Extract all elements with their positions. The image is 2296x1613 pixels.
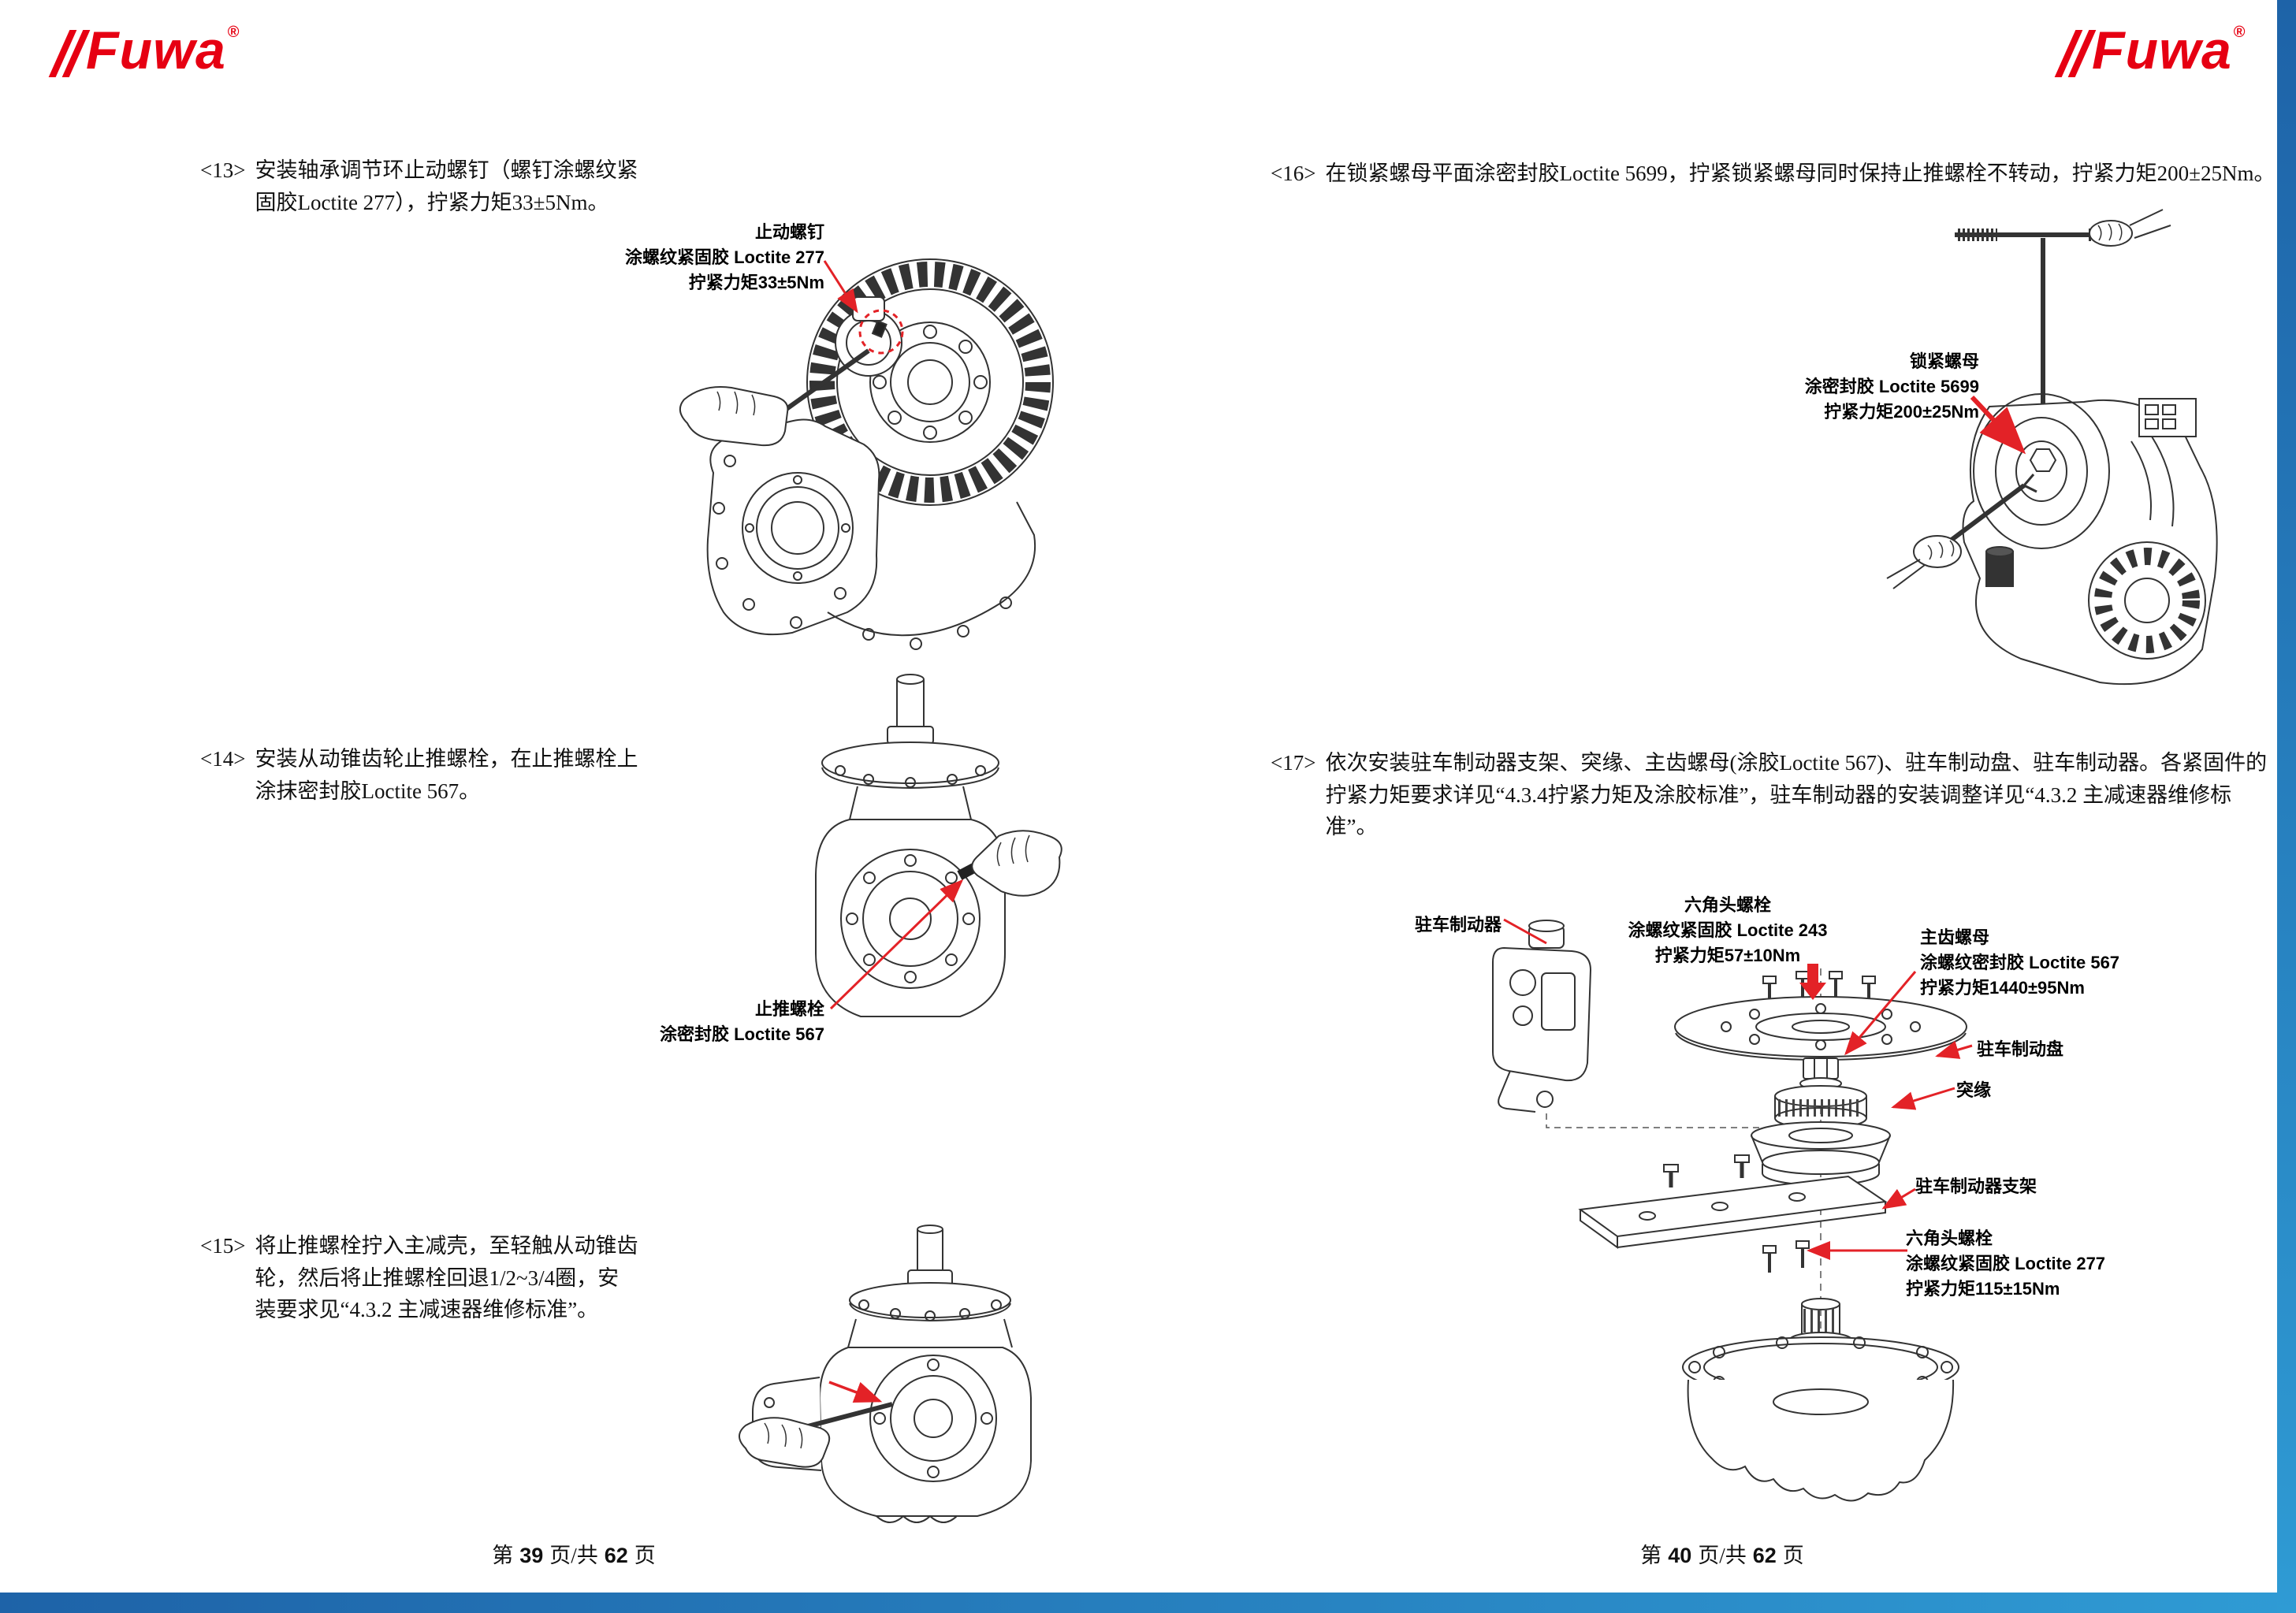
red-arrow (1970, 395, 2026, 455)
logo-slashes-icon (48, 30, 91, 77)
step-text: 在锁紧螺母平面涂密封胶Loctite 5699，拧紧锁紧螺母同时保持止推螺栓不转… (1325, 162, 2276, 185)
callout-line: 涂螺纹紧固胶 Loctite 277 (624, 247, 824, 267)
reducer-housing (1962, 393, 2218, 686)
callout-park-brake: 驻车制动器 (1415, 912, 1502, 938)
reducer-housing-bottom (1682, 1298, 1959, 1502)
bottom-accent-bar (0, 1593, 2296, 1613)
callout-line: 锁紧螺母 (1909, 351, 1979, 371)
logo-text: Fuwa (2092, 20, 2232, 80)
callout-line: 六角头螺栓 (1906, 1228, 1993, 1248)
figure-step17-exploded (1411, 894, 2152, 1533)
logo-text: Fuwa (86, 20, 226, 80)
footer-text: 页/共 (1698, 1544, 1747, 1567)
logo-slashes-icon (2054, 30, 2097, 77)
callout-line: 涂螺纹紧固胶 Loctite 277 (1906, 1253, 2106, 1273)
fuwa-logo-right: Fuwa ® (2054, 20, 2246, 80)
callout-line: 止推螺栓 (754, 999, 824, 1019)
step-text: 安装轴承调节环止动螺钉（螺钉涂螺纹紧 固胶Loctite 277），拧紧力矩33… (255, 158, 638, 214)
callout-brake-disc: 驻车制动盘 (1977, 1037, 2063, 1062)
figure-step13-ring-gear (670, 225, 1064, 674)
hand-icon (971, 830, 1062, 897)
lock-nut (2029, 448, 2057, 472)
hex-bolts-top (1762, 971, 1876, 1002)
footer-text: 页/共 (549, 1544, 598, 1567)
step-number: <13> (200, 158, 246, 182)
registered-mark: ® (2233, 24, 2246, 41)
page-number: 40 (1668, 1544, 1692, 1567)
registered-mark: ® (227, 24, 240, 41)
figure-step16-lock-nut (1870, 208, 2224, 704)
step-text: 将止推螺栓拧入主减壳，至轻触从动锥齿 轮，然后将止推螺栓回退1/2~3/4圈，安… (255, 1234, 638, 1321)
brake-disc (1674, 996, 1967, 1061)
callout-line: 涂密封胶 Loctite 5699 (1804, 376, 1979, 396)
step-number: <15> (200, 1234, 246, 1258)
callout-line: 涂螺纹紧固胶 Loctite 243 (1628, 920, 1828, 940)
step-number: <17> (1271, 751, 1316, 775)
step-text: 依次安装驻车制动器支架、突缘、主齿螺母(涂胶Loctite 567)、驻车制动盘… (1325, 751, 2268, 838)
callout-line: 拧紧力矩1440±95Nm (1920, 977, 2085, 998)
hex-bolts-bottom (1762, 1240, 1810, 1273)
step-14: <14> 安装从动锥齿轮止推螺栓，在止推螺栓上 涂抹密封胶Loctite 567… (200, 743, 689, 807)
hand-with-wrench-icon (1886, 474, 2037, 589)
callout-line: 拧紧力矩33±5Nm (688, 272, 824, 292)
page-number: 39 (519, 1544, 544, 1567)
total-pages: 62 (1752, 1544, 1777, 1567)
red-annotations (1503, 918, 1973, 1260)
callout-stop-screw: 止动螺钉 涂螺纹紧固胶 Loctite 277 拧紧力矩33±5Nm (549, 220, 824, 295)
park-brake-caliper (1492, 920, 1592, 1113)
right-accent-bar (2277, 0, 2296, 1613)
callout-line: 涂密封胶 Loctite 567 (659, 1024, 824, 1044)
footer-text: 页 (634, 1544, 656, 1567)
total-pages: 62 (604, 1544, 628, 1567)
red-down-arrow-icon (1799, 964, 1826, 1000)
step-number: <14> (200, 747, 246, 771)
footer-text: 第 (492, 1544, 514, 1567)
callout-line: 拧紧力矩115±15Nm (1906, 1278, 2060, 1299)
callout-line: 驻车制动器支架 (1915, 1176, 2037, 1196)
step-text: 安装从动锥齿轮止推螺栓，在止推螺栓上 涂抹密封胶Loctite 567。 (255, 747, 638, 803)
callout-line: 突缘 (1956, 1080, 1992, 1100)
callout-line: 拧紧力矩200±25Nm (1824, 401, 1979, 422)
figure-step14-thrust-bolt (765, 668, 1064, 1056)
main-gear-nut (1799, 1057, 1842, 1090)
callout-line: 六角头螺栓 (1684, 895, 1771, 915)
splined-hub (1774, 1085, 1867, 1129)
carrier-housing (815, 674, 1006, 1017)
red-annotation (823, 260, 904, 355)
callout-thrust-bolt: 止推螺栓 涂密封胶 Loctite 567 (588, 997, 824, 1047)
step-15: <15> 将止推螺栓拧入主减壳，至轻触从动锥齿 轮，然后将止推螺栓回退1/2~3… (200, 1230, 689, 1326)
callout-line: 主齿螺母 (1920, 927, 1990, 947)
hand-with-driver-icon (679, 348, 870, 447)
hand-with-rod-icon (739, 1402, 893, 1468)
callout-line: 拧紧力矩57±10Nm (1654, 945, 1801, 965)
hand-on-handle-icon (2089, 209, 2171, 247)
carrier-housing (752, 1225, 1032, 1523)
callout-flange: 突缘 (1956, 1078, 1991, 1103)
red-leader-arrow (829, 879, 964, 1010)
step-16: <16> 在锁紧螺母平面涂密封胶Loctite 5699，拧紧锁紧螺母同时保持止… (1271, 158, 2296, 190)
red-arrow (828, 1381, 883, 1403)
step-number: <16> (1271, 162, 1316, 185)
step-13: <13> 安装轴承调节环止动螺钉（螺钉涂螺纹紧 固胶Loctite 277），拧… (200, 154, 689, 218)
footer-text: 第 (1640, 1544, 1662, 1567)
callout-line: 涂螺纹密封胶 Loctite 567 (1920, 952, 2120, 972)
step-17: <17> 依次安装驻车制动器支架、突缘、主齿螺母(涂胶Loctite 567)、… (1271, 747, 2296, 843)
callout-lock-nut: 锁紧螺母 涂密封胶 Loctite 5699 拧紧力矩200±25Nm (1727, 349, 1979, 425)
callout-bracket: 驻车制动器支架 (1915, 1174, 2037, 1199)
locator-dashed-line (1546, 1113, 1762, 1128)
callout-hex-bolt-bottom: 六角头螺栓 涂螺纹紧固胶 Loctite 277 拧紧力矩115±15Nm (1906, 1226, 2105, 1302)
carrier-housing (706, 296, 1036, 650)
footer-text: 页 (1782, 1544, 1804, 1567)
callout-line: 驻车制动器 (1415, 915, 1502, 935)
callout-main-gear-nut: 主齿螺母 涂螺纹密封胶 Loctite 567 拧紧力矩1440±95Nm (1920, 925, 2119, 1001)
callout-line: 驻车制动盘 (1977, 1039, 2064, 1059)
figure-step15-backoff (709, 1220, 1068, 1539)
callout-hex-bolt-top: 六角头螺栓 涂螺纹紧固胶 Loctite 243 拧紧力矩57±10Nm (1598, 893, 1858, 968)
fuwa-logo-left: Fuwa ® (48, 20, 240, 80)
callout-line: 止动螺钉 (754, 222, 824, 242)
